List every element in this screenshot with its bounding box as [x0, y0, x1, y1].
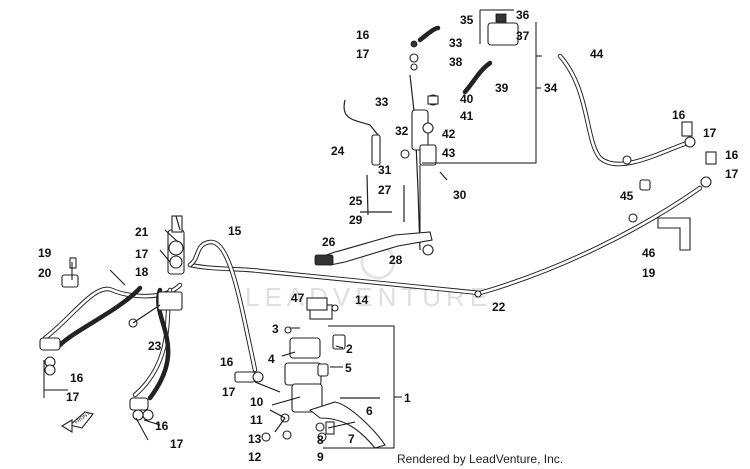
callout-46: 46	[642, 246, 656, 260]
callout-41: 41	[460, 109, 474, 123]
callout-45: 45	[620, 189, 634, 203]
callout-9: 9	[317, 450, 324, 464]
callout-43: 43	[442, 146, 456, 160]
callout-12: 12	[248, 450, 262, 464]
callout-14: 14	[355, 293, 369, 307]
callout-17c: 17	[725, 167, 739, 181]
callout-7: 7	[348, 432, 355, 446]
callout-40: 40	[460, 92, 474, 106]
callout-31: 31	[378, 163, 392, 177]
callout-39: 39	[495, 81, 509, 95]
callout-32: 32	[395, 124, 409, 138]
callout-16c: 16	[725, 148, 739, 162]
watermark: LEADVENTURE	[245, 244, 492, 312]
footer-credit: Rendered by LeadVenture, Inc.	[397, 452, 564, 466]
callout-11: 11	[250, 413, 263, 427]
callout-19b: 19	[642, 266, 656, 280]
callout-44: 44	[590, 47, 604, 61]
callout-13: 13	[248, 432, 262, 446]
callout-35: 35	[460, 13, 474, 27]
callout-4: 4	[268, 352, 275, 366]
callout-8: 8	[317, 433, 324, 447]
callout-37: 37	[516, 29, 530, 43]
callout-42: 42	[442, 127, 456, 141]
callout-19a: 19	[38, 246, 52, 260]
callout-26: 26	[322, 235, 336, 249]
callout-17b: 17	[703, 126, 717, 140]
callout-24: 24	[331, 144, 345, 158]
callout-17g: 17	[222, 385, 236, 399]
callout-1: 1	[404, 391, 411, 405]
callout-21: 21	[135, 225, 149, 239]
callout-23: 23	[148, 339, 162, 353]
front-master-cylinder	[261, 297, 386, 449]
callout-5: 5	[345, 361, 352, 375]
callout-16e: 16	[155, 419, 169, 433]
brake-pedal	[314, 99, 434, 266]
callout-38: 38	[449, 55, 463, 69]
callout-20: 20	[38, 266, 52, 280]
callout-17a: 17	[356, 47, 370, 61]
callout-29: 29	[349, 213, 363, 227]
rear-master-cylinder	[400, 13, 519, 251]
callout-17d: 17	[135, 247, 149, 261]
callout-labels: 1 2 3 4 5 6 7 8 9 10 11 12 13 14 15 16 1…	[38, 8, 739, 464]
callout-33b: 33	[449, 36, 463, 50]
callout-33a: 33	[375, 95, 389, 109]
callout-2: 2	[346, 342, 353, 356]
callout-16f: 16	[220, 355, 234, 369]
front-direction-arrow: FRONT	[60, 411, 94, 433]
callout-15: 15	[228, 224, 242, 238]
callout-34: 34	[544, 81, 558, 95]
callout-47: 47	[291, 291, 305, 305]
callout-28: 28	[389, 253, 403, 267]
callout-27: 27	[378, 183, 392, 197]
callout-3: 3	[272, 322, 279, 336]
callout-25: 25	[349, 194, 363, 208]
callout-17f: 17	[170, 437, 184, 451]
callout-17e: 17	[66, 390, 80, 404]
fittings	[39, 121, 717, 421]
brake-lines	[42, 25, 703, 401]
callout-18: 18	[135, 265, 149, 279]
callout-16d: 16	[70, 371, 84, 385]
callout-36: 36	[516, 8, 530, 22]
callout-brackets	[43, 9, 542, 449]
callout-6: 6	[366, 404, 373, 418]
svg-text:LEADVENTURE: LEADVENTURE	[245, 282, 492, 312]
callout-16b: 16	[672, 108, 686, 122]
brake-junction-block	[157, 215, 185, 311]
callout-16a: 16	[356, 28, 370, 42]
callout-22: 22	[492, 300, 506, 314]
callout-10: 10	[250, 395, 264, 409]
callout-30: 30	[453, 188, 467, 202]
